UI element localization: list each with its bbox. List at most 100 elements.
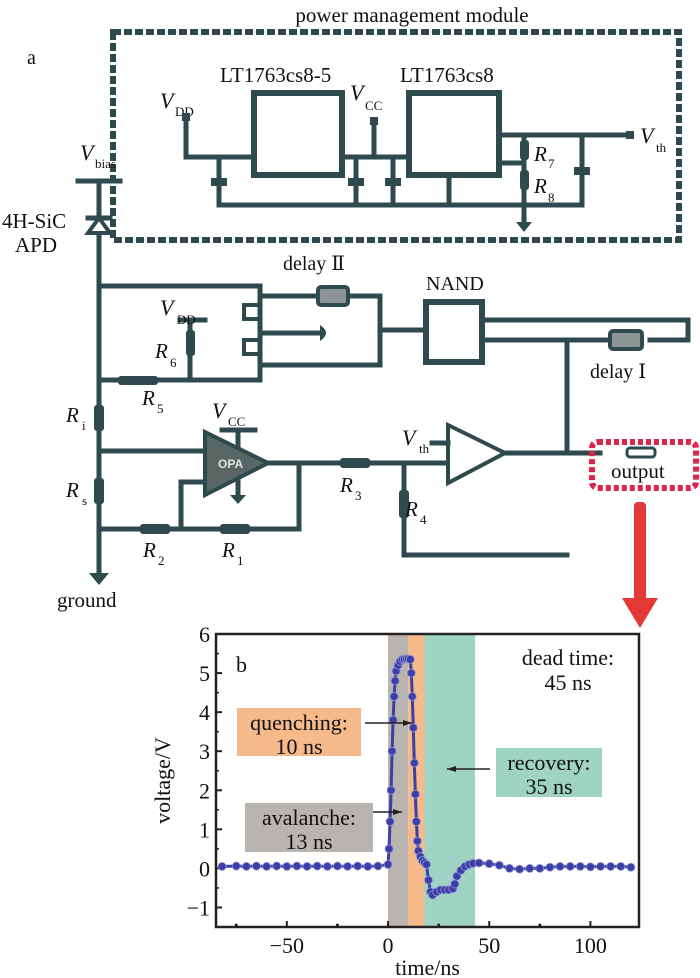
data-point (389, 692, 399, 701)
data-point (494, 860, 504, 870)
y-tick-label: 5 (199, 661, 210, 686)
data-point (373, 861, 383, 871)
vbias-label: V bias (80, 140, 116, 171)
output-label: output (611, 459, 665, 483)
recovery-box (496, 748, 602, 797)
data-point (363, 862, 373, 871)
comparator-icon (429, 421, 603, 487)
data-point (384, 844, 394, 854)
x-minor-tick (234, 923, 238, 927)
data-point (312, 861, 322, 871)
delay1-label: delay Ⅰ (590, 361, 646, 383)
delay1-block (608, 329, 644, 351)
delay2-block (316, 285, 350, 307)
svg-text:V: V (402, 425, 418, 450)
data-point (241, 862, 251, 871)
avalanche-arrow-head (393, 809, 402, 815)
svg-text:th: th (419, 441, 430, 456)
svg-text:th: th (656, 140, 667, 155)
svg-text:V: V (350, 80, 366, 105)
svg-text:V: V (640, 123, 656, 148)
data-point (302, 862, 312, 871)
data-point (484, 859, 494, 869)
y-tick-label: 2 (199, 778, 210, 803)
data-point (217, 862, 227, 871)
svg-text:R: R (65, 403, 79, 427)
svg-text:bias: bias (95, 156, 116, 171)
svg-text:4: 4 (420, 512, 427, 527)
apd-label-line2: APD (15, 233, 57, 257)
data-point (505, 864, 514, 873)
data-point (385, 817, 395, 826)
vdd-label-logic: V DD (160, 295, 196, 327)
dead-time-label-line1: dead time: (522, 645, 614, 670)
r3-label: R 3 (339, 473, 362, 503)
data-point (252, 861, 261, 871)
svg-text:R: R (404, 497, 418, 521)
data-point (596, 862, 605, 871)
svg-text:CC: CC (365, 98, 382, 113)
x-tick-label: 100 (574, 933, 607, 958)
quenching-arrow-head (403, 720, 412, 726)
r6-label: R 6 (154, 339, 177, 370)
quenching-label-line1: quenching: (250, 710, 348, 735)
quench-logic-wires (96, 283, 691, 456)
data-point (282, 862, 292, 871)
x-minor-tick (437, 923, 441, 927)
data-point (353, 861, 363, 871)
svg-text:V: V (160, 88, 176, 113)
chip2-label: LT1763cs8 (400, 63, 494, 87)
x-tick-label: 50 (478, 933, 500, 958)
panel-b-label: b (236, 652, 247, 677)
chip1-label: LT1763cs8-5 (220, 63, 331, 87)
data-point (343, 862, 352, 871)
svg-text:3: 3 (355, 488, 362, 503)
x-tick-label: 0 (383, 933, 394, 958)
quenching-label-line2: 10 ns (275, 734, 322, 759)
data-point (424, 875, 433, 885)
data-point (411, 817, 421, 826)
vcc-label-power: V CC (350, 80, 382, 113)
chip1-box (251, 90, 345, 178)
data-point (555, 862, 565, 871)
svg-text:R: R (221, 538, 235, 562)
data-point (515, 864, 524, 874)
y-tick-label: 6 (199, 622, 210, 647)
data-point (450, 879, 460, 889)
data-point (474, 858, 484, 868)
amplifier-wires (96, 427, 570, 558)
svg-text:V: V (212, 398, 228, 423)
svg-text:s: s (82, 493, 87, 508)
data-point (575, 862, 585, 871)
opa-amplifier-icon: OPA (203, 428, 273, 499)
data-point (606, 862, 616, 871)
power-module-wires (182, 113, 634, 232)
avalanche-label-line1: avalanche: (262, 805, 356, 830)
r8-label: R 8 (533, 174, 555, 205)
data-point (412, 836, 422, 846)
data-point (406, 668, 416, 678)
svg-text:DD: DD (177, 312, 196, 327)
data-point (333, 861, 342, 871)
svg-text:R: R (533, 142, 547, 166)
svg-text:2: 2 (158, 553, 165, 568)
x-axis-label: time/ns (395, 955, 460, 978)
region-recovery (424, 634, 476, 927)
svg-text:6: 6 (170, 355, 177, 370)
r1-label: R 1 (221, 538, 244, 568)
r5-label: R 5 (141, 386, 164, 416)
plot-frame (214, 632, 641, 929)
data-point (525, 864, 535, 873)
svg-text:i: i (82, 418, 86, 433)
data-point (386, 785, 396, 795)
data-point (616, 862, 626, 871)
data-point (545, 862, 555, 872)
svg-text:R: R (65, 478, 79, 502)
data-point (262, 862, 271, 871)
delay2-label: delay Ⅱ (283, 253, 345, 275)
dead-time-label-line2: 45 ns (544, 670, 591, 695)
rs-label: R s (65, 478, 87, 508)
x-minor-tick (335, 923, 339, 927)
